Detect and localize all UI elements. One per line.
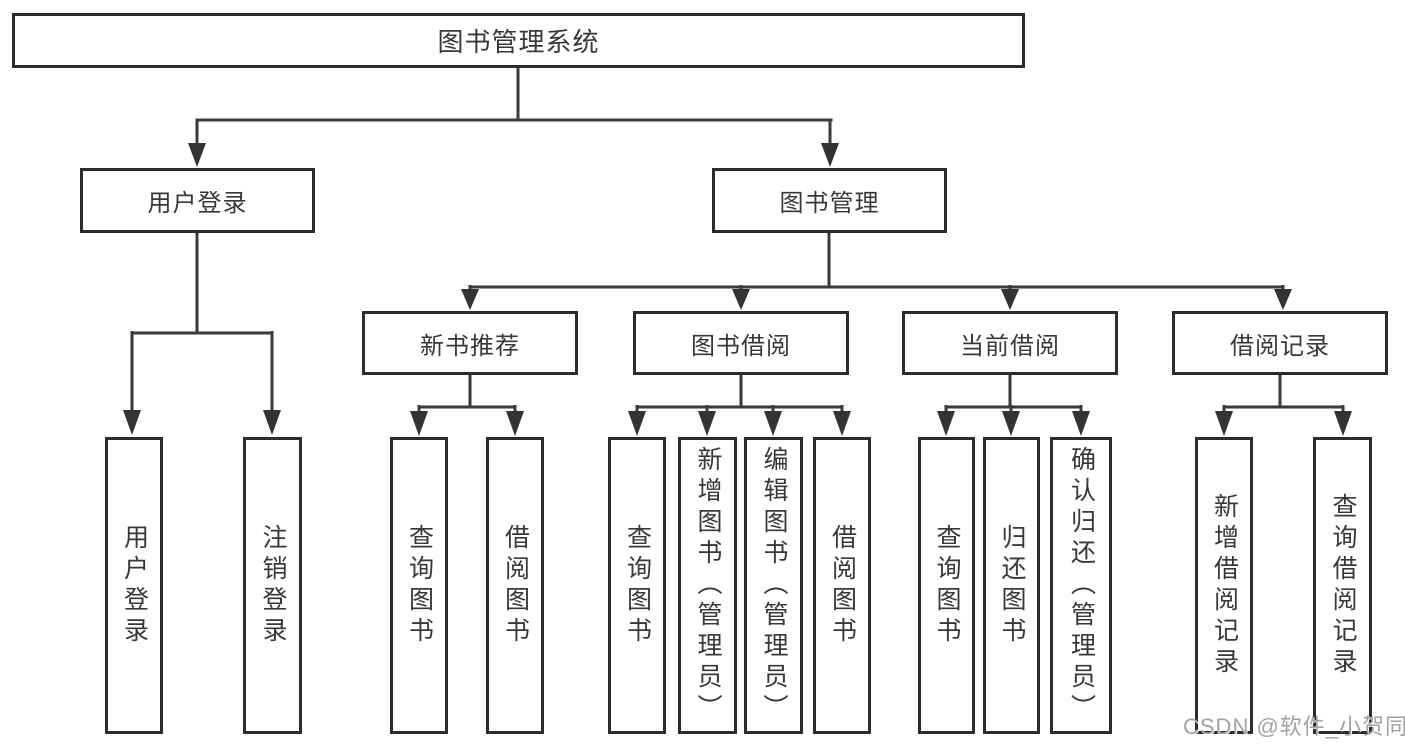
node-new-book-recommend: 新书推荐	[362, 311, 578, 375]
node-label: 编辑图书（管理员）	[760, 446, 788, 725]
node-label: 确认归还（管理员）	[1067, 446, 1096, 725]
leaf-borrow-books-recommend: 借阅图书	[486, 437, 544, 734]
arrowheads	[123, 143, 1352, 436]
leaf-user-login: 用户登录	[105, 437, 163, 734]
node-book-borrowing: 图书借阅	[633, 311, 849, 375]
node-label: 图书管理系统	[437, 27, 600, 57]
leaf-logout: 注销登录	[243, 437, 302, 734]
leaf-query-books-recommend: 查询图书	[390, 437, 448, 734]
leaf-query-books-current: 查询图书	[918, 437, 975, 734]
node-label: 新增图书（管理员）	[694, 446, 722, 725]
node-label: 借阅图书	[501, 523, 530, 648]
node-label: 当前借阅	[960, 332, 1060, 360]
node-label: 新增借阅记录	[1210, 492, 1239, 679]
node-label: 查询图书	[623, 523, 652, 648]
node-book-management: 图书管理	[712, 168, 947, 233]
leaf-borrow-books: 借阅图书	[813, 437, 871, 734]
leaf-edit-books-admin: 编辑图书（管理员）	[744, 437, 803, 734]
node-label: 注销登录	[259, 523, 287, 648]
node-label: 借阅记录	[1230, 332, 1330, 360]
node-label: 用户登录	[147, 190, 248, 217]
leaf-add-borrow-record: 新增借阅记录	[1195, 437, 1253, 734]
watermark: CSDN @软件_小贺同学	[1183, 714, 1405, 739]
node-label: 新书推荐	[420, 332, 520, 360]
leaf-query-books-borrow: 查询图书	[608, 437, 666, 734]
node-library-management-system: 图书管理系统	[12, 13, 1025, 68]
node-label: 归还图书	[998, 523, 1026, 648]
node-user-login: 用户登录	[80, 168, 315, 233]
node-label: 用户登录	[120, 523, 149, 648]
node-label: 图书借阅	[691, 332, 791, 360]
leaf-query-borrow-record: 查询借阅记录	[1313, 437, 1372, 734]
node-label: 查询借阅记录	[1329, 492, 1357, 679]
node-label: 查询图书	[405, 523, 434, 648]
node-borrowing-records: 借阅记录	[1172, 311, 1388, 375]
leaf-return-books: 归还图书	[983, 437, 1040, 734]
node-label: 借阅图书	[828, 523, 857, 648]
node-label: 查询图书	[933, 523, 961, 648]
node-label: 图书管理	[779, 190, 880, 217]
node-current-borrowing: 当前借阅	[902, 311, 1118, 375]
leaf-add-books-admin: 新增图书（管理员）	[678, 437, 737, 734]
leaf-confirm-return-admin: 确认归还（管理员）	[1050, 437, 1112, 734]
